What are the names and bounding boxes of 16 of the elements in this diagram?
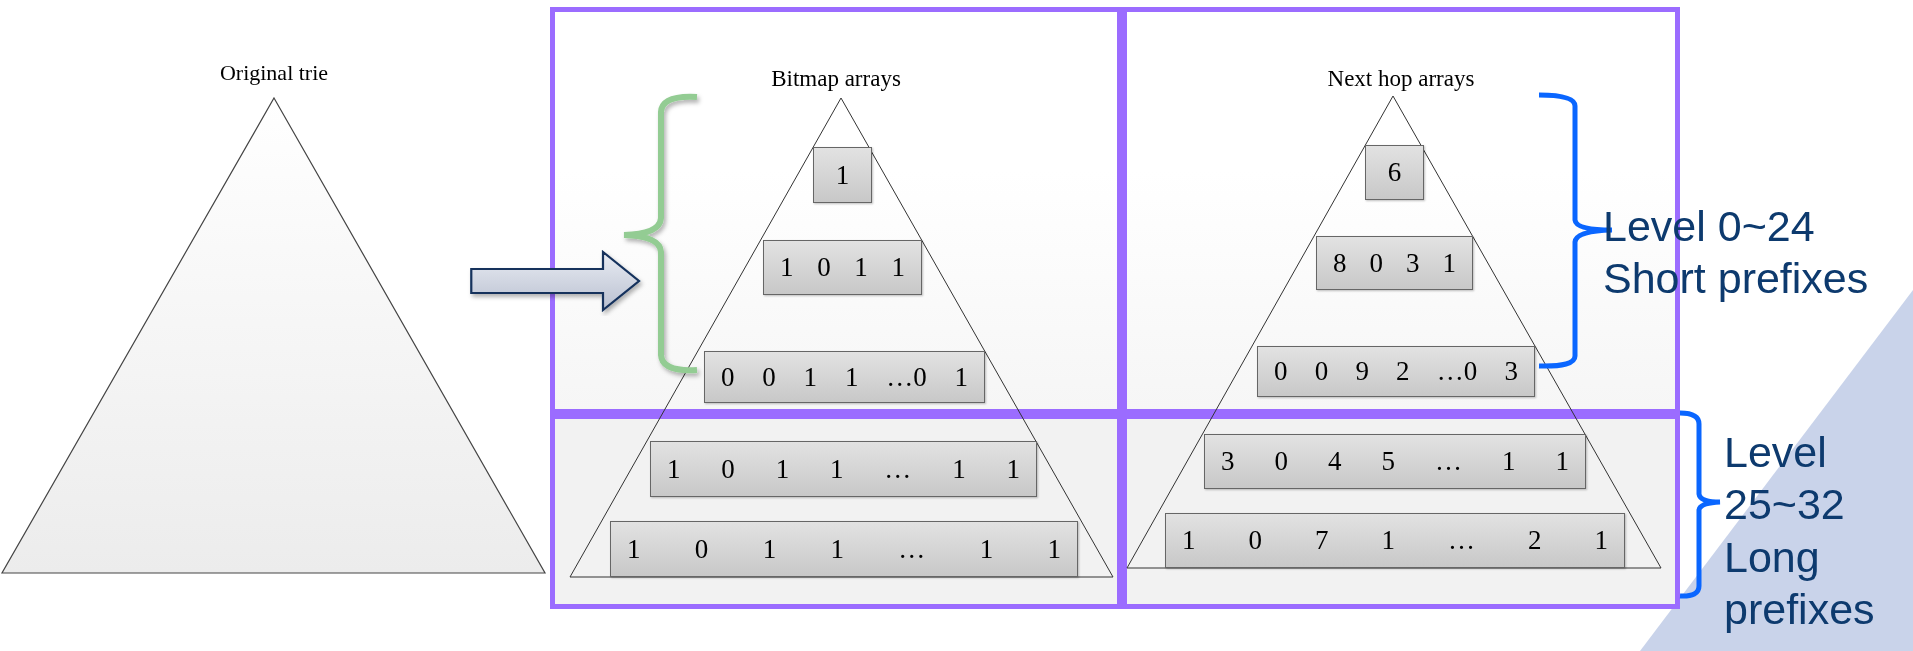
array-cell: 1 0 1 1 … 1 1	[610, 521, 1078, 577]
array-cell: 6	[1365, 145, 1424, 200]
array-cell: 1	[813, 147, 872, 203]
trie-triangle	[0, 96, 547, 574]
array-cell: 8 0 3 1	[1316, 236, 1473, 290]
panel-title: Bitmap arrays	[770, 66, 902, 92]
level-label: Level 25~32 Long prefixes	[1724, 427, 1876, 636]
array-cell: 1 0 1 1 … 1 1	[650, 441, 1037, 497]
array-cell: 1 0 1 1	[763, 240, 922, 295]
array-cell: 1 0 7 1 … 2 1	[1165, 513, 1625, 568]
array-cell: 0 0 1 1 …0 1	[704, 351, 985, 403]
array-cell: 0 0 9 2 …0 3	[1257, 346, 1535, 397]
trie-label: Original trie	[218, 60, 330, 86]
panel-title: Next hop arrays	[1326, 66, 1476, 92]
array-cell: 3 0 4 5 … 1 1	[1204, 434, 1586, 489]
block-arrow	[470, 249, 641, 313]
